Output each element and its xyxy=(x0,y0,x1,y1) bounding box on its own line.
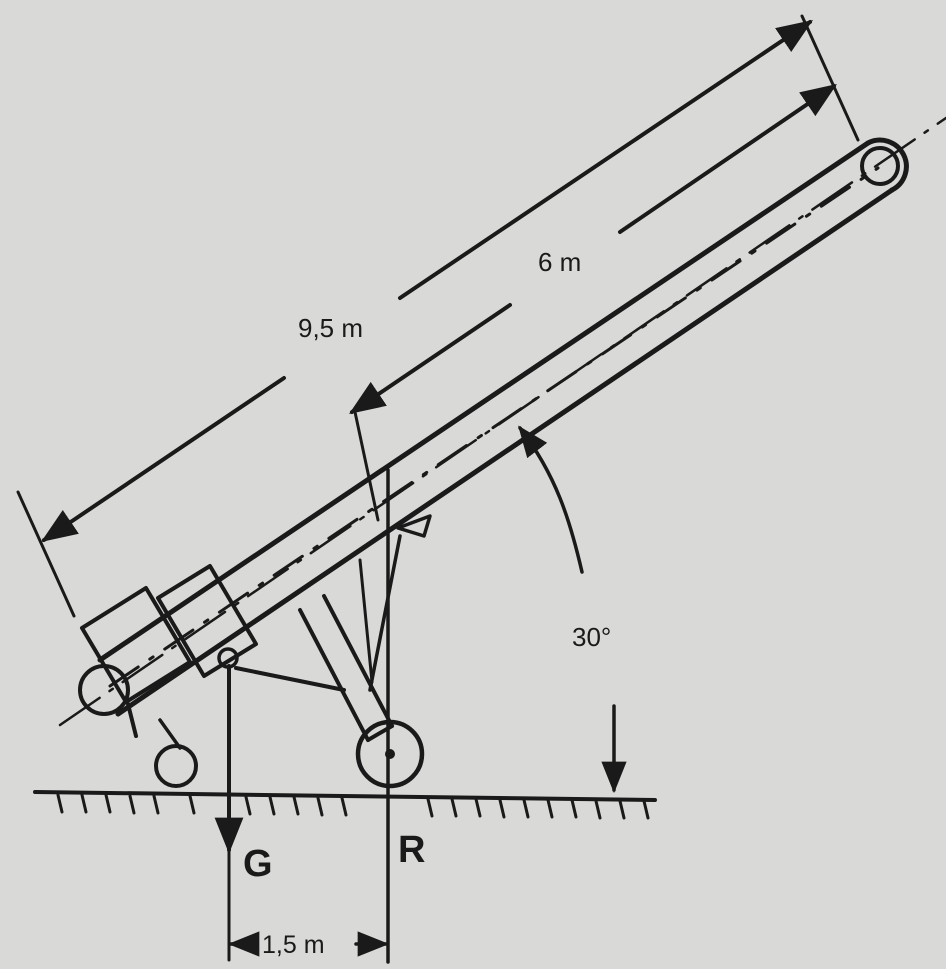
dimension-9-5m xyxy=(16,14,860,618)
dimension-9-5m-label: 9,5 m xyxy=(298,313,363,343)
angle-label: 30° xyxy=(572,622,611,652)
front-wheel xyxy=(355,719,425,789)
support-frame xyxy=(158,514,432,750)
rear-wheel xyxy=(154,744,198,788)
weight-label: G xyxy=(243,843,273,885)
angle-indicator xyxy=(518,425,627,794)
reaction-label: R xyxy=(398,829,425,871)
dimension-6m xyxy=(349,83,837,522)
dimension-6m-label: 6 m xyxy=(538,247,581,277)
ground xyxy=(33,790,657,820)
dimension-1-5m-label: 1,5 m xyxy=(262,931,325,959)
